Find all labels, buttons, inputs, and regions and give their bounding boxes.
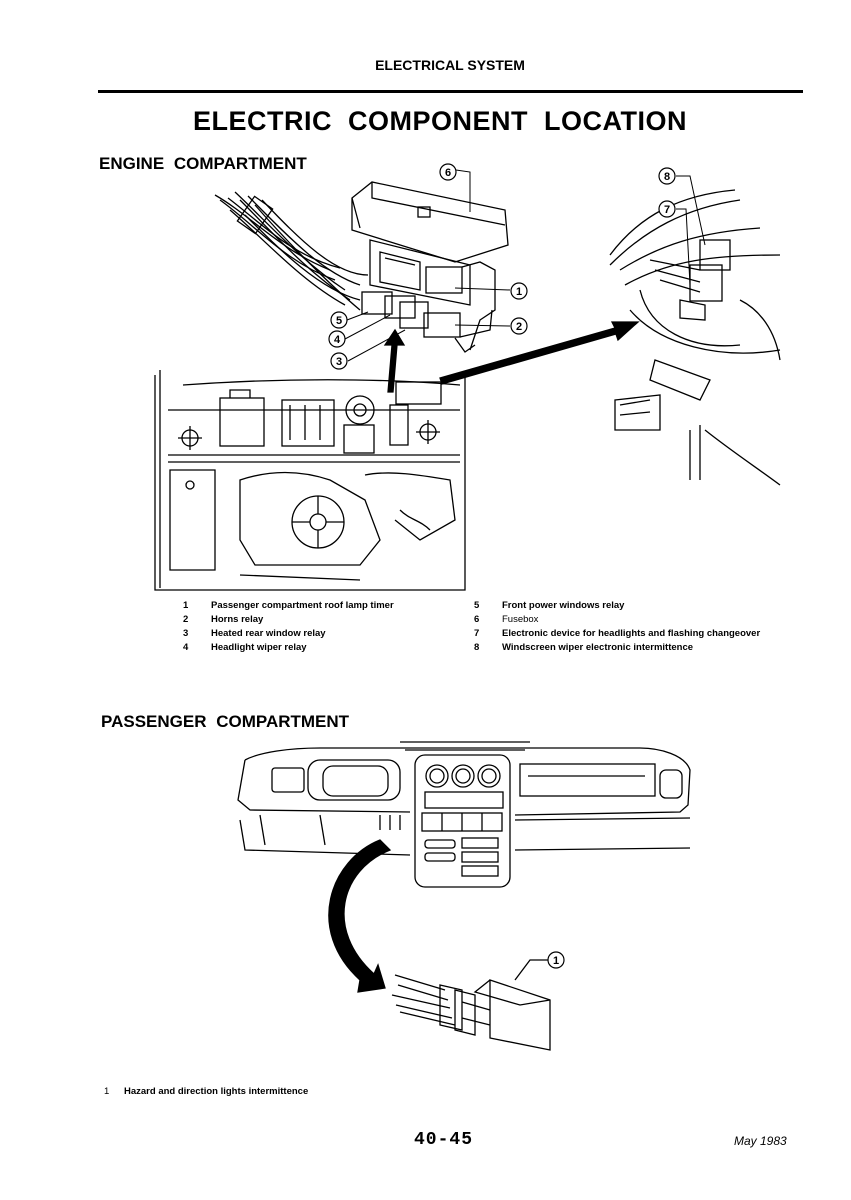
engine-compartment-diagram: 1 2 3 4 5 6 7 8 bbox=[154, 163, 781, 591]
svg-text:7: 7 bbox=[664, 204, 670, 216]
callout-3: 3 bbox=[330, 352, 348, 370]
callout-1: 1 bbox=[510, 282, 528, 300]
pointer-arrow bbox=[328, 839, 392, 993]
svg-text:8: 8 bbox=[664, 171, 670, 183]
engine-bay-drawing bbox=[154, 370, 466, 591]
relay-cluster-drawing bbox=[609, 189, 781, 486]
header-title: ELECTRICAL SYSTEM bbox=[375, 57, 525, 73]
svg-text:1: 1 bbox=[516, 286, 522, 298]
callout-leaders bbox=[344, 169, 706, 362]
dashboard-drawing bbox=[237, 741, 691, 888]
passenger-section-title: PASSENGER COMPARTMENT bbox=[101, 712, 350, 731]
hazard-relay-drawing bbox=[391, 959, 551, 1051]
svg-text:3: 3 bbox=[336, 356, 342, 368]
callout-8: 8 bbox=[658, 167, 676, 185]
svg-text:2: 2 bbox=[516, 321, 522, 333]
passenger-compartment-diagram: 1 bbox=[237, 741, 691, 1051]
svg-text:6: 6 bbox=[445, 167, 451, 179]
engine-section-title: ENGINE COMPARTMENT bbox=[99, 154, 307, 173]
callout-1: 1 bbox=[547, 951, 565, 969]
svg-text:4: 4 bbox=[334, 334, 341, 346]
callout-6: 6 bbox=[439, 163, 457, 181]
svg-text:5: 5 bbox=[336, 315, 342, 327]
callout-4: 4 bbox=[328, 330, 346, 348]
header-rule bbox=[98, 90, 803, 93]
page-title: ELECTRIC COMPONENT LOCATION bbox=[193, 106, 687, 136]
fusebox-drawing bbox=[351, 181, 509, 353]
svg-text:1: 1 bbox=[553, 955, 559, 967]
callout-2: 2 bbox=[510, 317, 528, 335]
pointer-arrows bbox=[383, 321, 640, 393]
callout-7: 7 bbox=[658, 200, 676, 218]
wire-harness-drawing bbox=[214, 191, 369, 311]
publication-date: May 1983 bbox=[734, 1134, 787, 1148]
page-number: 40-45 bbox=[414, 1130, 474, 1150]
callout-5: 5 bbox=[330, 311, 348, 329]
